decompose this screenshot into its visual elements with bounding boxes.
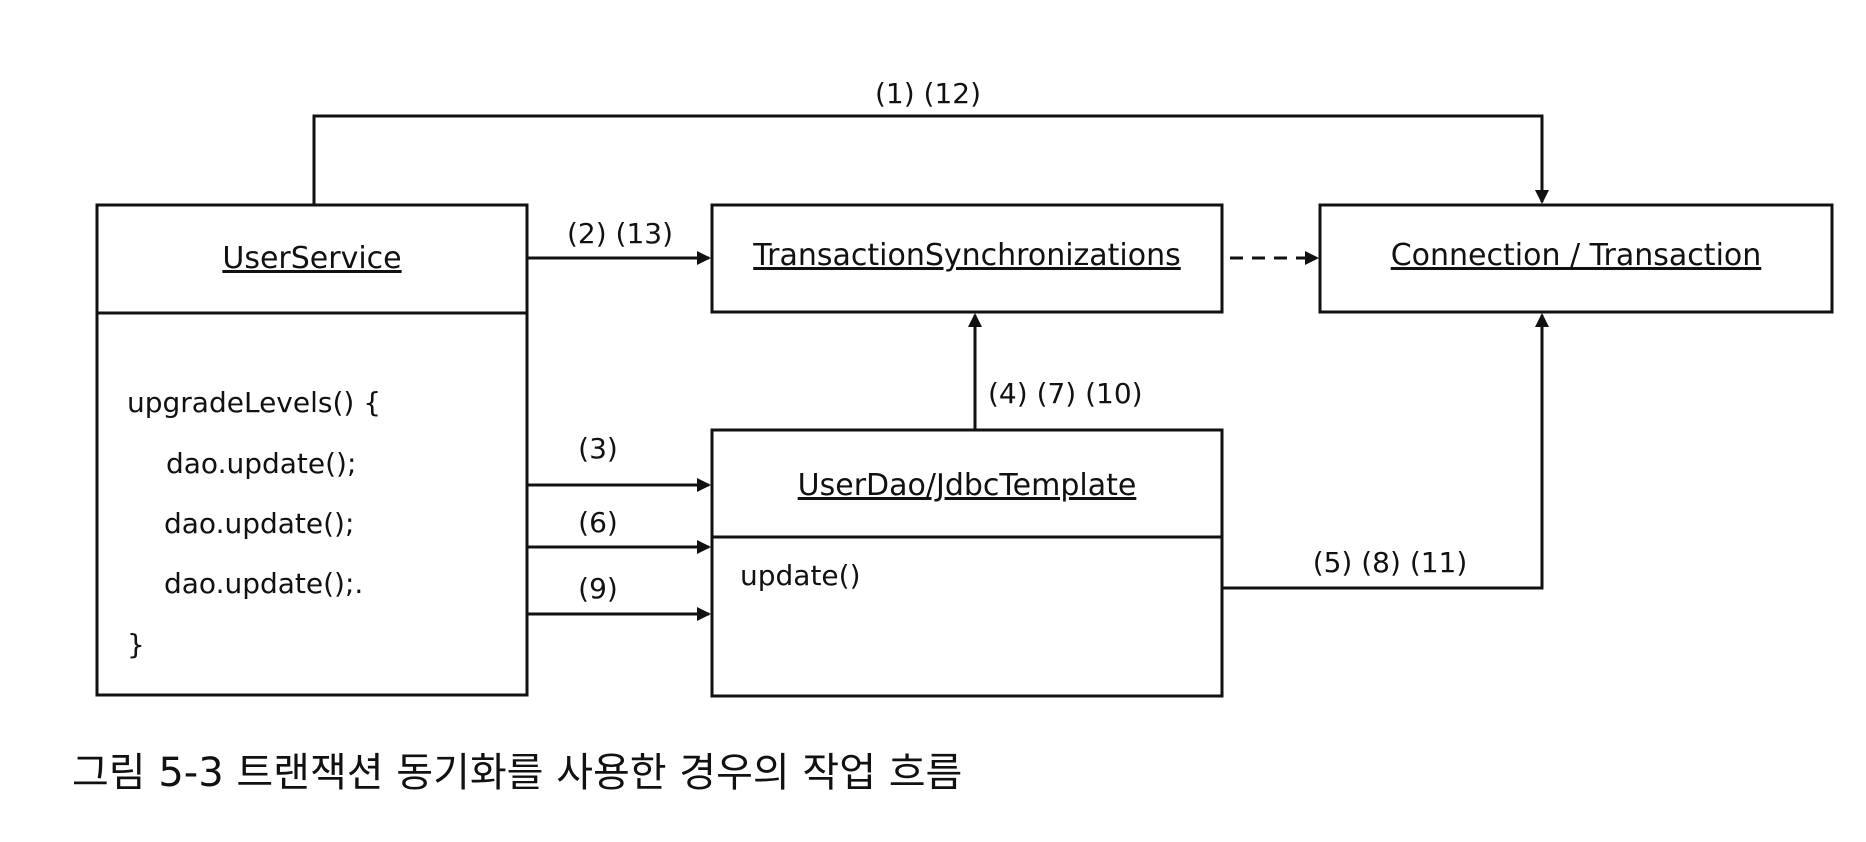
userdao-title: UserDao/JdbcTemplate <box>798 468 1137 503</box>
connection-title: Connection / Transaction <box>1391 238 1762 273</box>
arrow-dao-to-connection: (5) (8) (11) <box>1222 313 1549 590</box>
arrow-call-3: (3) <box>527 432 711 492</box>
arrow-dao-to-sync: (4) (7) (10) <box>968 313 1143 430</box>
arrow-label: (5) (8) (11) <box>1313 546 1468 579</box>
connection-box: Connection / Transaction <box>1318 203 1834 314</box>
arrow-label: (9) <box>578 572 618 605</box>
userservice-title: UserService <box>222 241 401 276</box>
arrow-service-to-sync: (2) (13) <box>527 217 711 265</box>
userservice-box: UserService upgradeLevels() { dao.update… <box>95 203 529 697</box>
userdao-box: UserDao/JdbcTemplate update() <box>710 428 1224 698</box>
code-line: } <box>127 628 145 661</box>
arrow-call-9: (9) <box>527 572 711 621</box>
arrow-label: (3) <box>578 432 618 465</box>
arrow-label: (2) (13) <box>567 217 673 250</box>
transaction-sync-box: TransactionSynchronizations <box>710 203 1224 314</box>
arrow-service-to-connection: (1) (12) <box>312 77 1549 205</box>
arrow-label: (6) <box>578 506 618 539</box>
arrow-call-6: (6) <box>527 506 711 554</box>
arrow-label: (1) (12) <box>875 77 981 110</box>
code-line: upgradeLevels() { <box>127 386 381 419</box>
figure-caption: 그림 5-3 트랜잭션 동기화를 사용한 경우의 작업 흐름 <box>72 750 963 796</box>
code-line: dao.update(); <box>166 447 356 480</box>
userdao-method: update() <box>740 559 861 592</box>
arrow-label: (4) (7) (10) <box>988 377 1143 410</box>
transaction-sync-title: TransactionSynchronizations <box>752 238 1181 273</box>
code-line: dao.update();. <box>164 567 363 600</box>
code-line: dao.update(); <box>164 507 354 540</box>
